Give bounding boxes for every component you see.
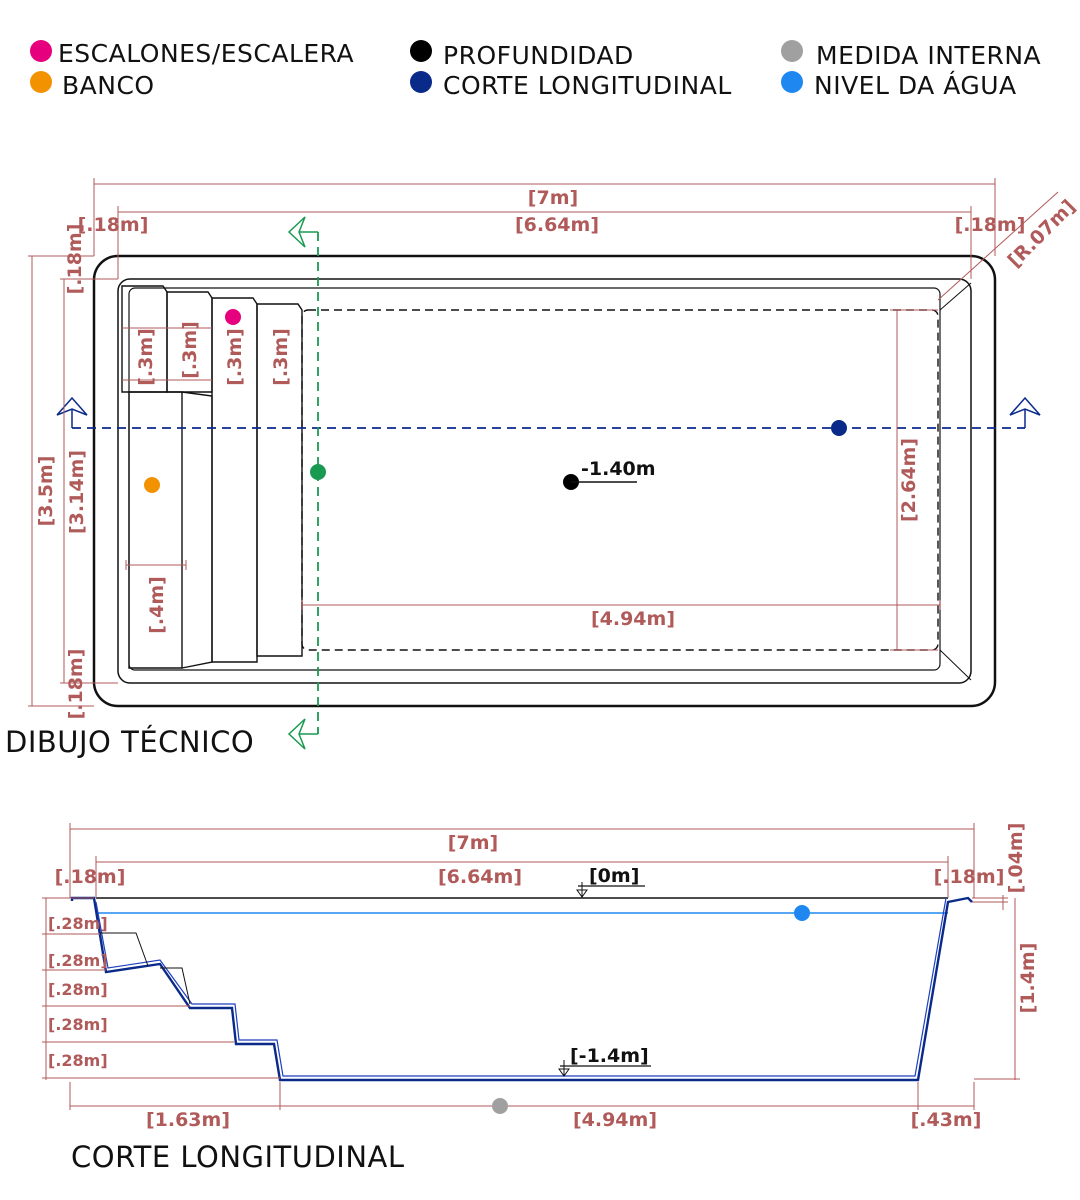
depth-label: -1.40m <box>581 458 656 480</box>
pool-outer-rim <box>92 254 997 708</box>
dim-total-length: [7m] <box>528 187 578 209</box>
pool-profile-outer <box>70 896 973 1082</box>
legend-label-internal: MEDIDA INTERNA <box>816 41 1041 70</box>
level-top-label: [0m] <box>589 865 639 887</box>
dim-bench-width: [.4m] <box>146 576 168 634</box>
legend: ESCALONES/ESCALERA BANCO PROFUNDIDAD COR… <box>30 39 1041 100</box>
section-dim-rim-left: [.18m] <box>55 866 126 888</box>
marker-cross-cut <box>310 464 326 480</box>
step-block-4 <box>256 303 303 657</box>
corner-bevel-br <box>939 649 972 681</box>
dim-inner-width: [3.14m] <box>66 450 88 534</box>
section-dim-rim-right: [.18m] <box>934 866 1005 888</box>
section-dim-total-length: [7m] <box>448 832 498 854</box>
legend-dot-internal <box>781 40 803 62</box>
legend-dot-depth <box>410 40 432 62</box>
section-dim-inner-length: [6.64m] <box>438 866 522 888</box>
dim-deep-width: [2.64m] <box>898 438 920 522</box>
level-bottom-label: [-1.4m] <box>570 1045 649 1067</box>
section-dim-riser-3: [.28m] <box>48 980 108 999</box>
pool-profile-inner <box>95 897 947 1077</box>
section-dim-riser-2: [.28m] <box>48 951 108 970</box>
legend-label-section: CORTE LONGITUDINAL <box>443 71 732 100</box>
dim-total-width: [3.5m] <box>35 456 57 527</box>
pool-inner-edge <box>117 278 972 684</box>
dim-step-4: [.3m] <box>270 328 292 386</box>
dim-step-1: [.3m] <box>135 328 157 386</box>
marker-section <box>831 420 847 436</box>
dim-rim-top: [.18m] <box>64 224 86 295</box>
section-dim-riser-4: [.28m] <box>48 1015 108 1034</box>
step-blocks <box>121 285 303 669</box>
step-detail-1 <box>100 932 149 967</box>
dim-rim-left: [.18m] <box>78 214 149 236</box>
bench-block-side <box>181 391 213 669</box>
cross-arrow-top-icon <box>287 216 306 248</box>
legend-dot-section <box>410 71 432 93</box>
marker-bench <box>144 477 160 493</box>
plan-title: DIBUJO TÉCNICO <box>5 725 254 759</box>
plan-view: [.3m] [.3m] [.3m] [.3m] [.4m] -1.40m <box>5 178 1080 759</box>
corner-bevel-tr <box>939 282 972 311</box>
dim-deep-length: [4.94m] <box>591 608 675 630</box>
section-dim-riser-1: [.28m] <box>48 914 108 933</box>
legend-dot-water <box>781 71 803 93</box>
section-dim-depth: [1.4m] <box>1017 943 1039 1014</box>
dim-step-2: [.3m] <box>179 321 201 379</box>
step-detail-2 <box>160 967 191 1005</box>
marker-water-level <box>794 905 810 921</box>
marker-steps <box>225 309 241 325</box>
dim-inner-length: [6.64m] <box>515 214 599 236</box>
section-dim-slope-length: [.43m] <box>911 1109 982 1131</box>
deep-area-outline <box>301 309 939 651</box>
legend-label-depth: PROFUNDIDAD <box>443 41 634 70</box>
legend-label-bench: BANCO <box>62 71 155 100</box>
section-view: [0m] [-1.4m] [7m] [6.64m] [.18m] [.18m] … <box>42 823 1039 1174</box>
dim-rim-bottom: [.18m] <box>65 649 87 720</box>
dim-step-3: [.3m] <box>224 328 246 386</box>
legend-dot-bench <box>30 71 52 93</box>
cross-arrow-bottom-icon <box>287 718 306 750</box>
section-dim-riser-5: [.28m] <box>48 1051 108 1070</box>
section-dim-floor-length: [4.94m] <box>573 1109 657 1131</box>
dim-rim-right: [.18m] <box>955 214 1026 236</box>
section-title: CORTE LONGITUDINAL <box>71 1140 405 1174</box>
legend-dot-steps <box>30 40 52 62</box>
marker-internal-measure <box>492 1098 508 1114</box>
section-dim-steps-length: [1.63m] <box>146 1109 230 1131</box>
legend-label-water: NIVEL DA ÁGUA <box>814 71 1017 100</box>
section-arrow-left-icon <box>56 396 88 416</box>
section-arrow-right-icon <box>1009 396 1041 416</box>
legend-label-steps: ESCALONES/ESCALERA <box>58 39 354 68</box>
pool-inner-floor <box>128 287 941 671</box>
section-dim-rim-height: [.04m] <box>1005 823 1027 894</box>
